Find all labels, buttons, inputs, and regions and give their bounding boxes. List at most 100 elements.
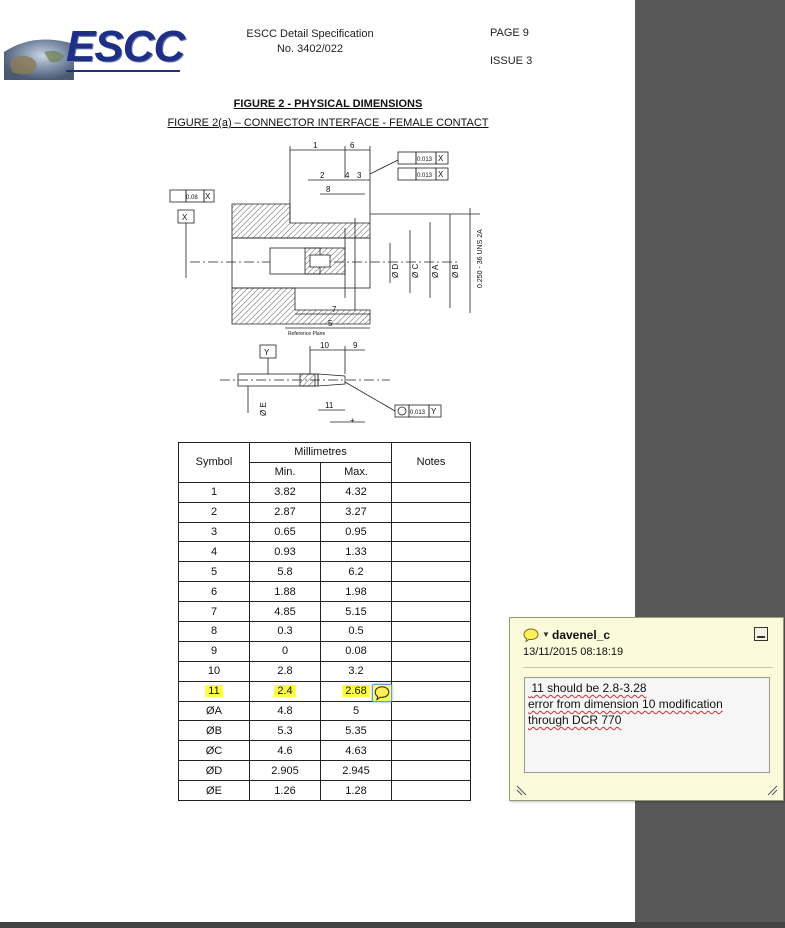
cell-symbol: 5 [178, 561, 250, 583]
plus-mark: + [350, 416, 355, 425]
cell-notes [391, 640, 471, 662]
cell-min-text: 4.8 [277, 705, 293, 718]
logo-text: ESCC [66, 22, 185, 71]
cell-max-text: 2.68 [342, 685, 370, 698]
cell-max: 5.15 [320, 601, 392, 623]
dim-label-8: 8 [326, 185, 331, 194]
cell-symbol-text: ØA [206, 705, 222, 718]
spec-title: ESCC Detail Specification No. 3402/022 [225, 27, 395, 57]
cell-min: 3.82 [249, 481, 321, 503]
cell-max: 0.08 [320, 640, 392, 662]
cell-min: 0 [249, 640, 321, 662]
cell-notes [391, 541, 471, 563]
dim-label-7: 7 [332, 305, 337, 314]
cell-symbol: 8 [178, 621, 250, 642]
cell-max: 5 [320, 700, 392, 722]
cell-max-text: 5.35 [345, 724, 367, 737]
cell-symbol: 3 [178, 521, 250, 543]
dim-label-4: 4 [345, 171, 350, 180]
cell-min: 2.905 [249, 760, 321, 782]
dim-label-11: 11 [325, 401, 334, 410]
cell-max: 1.33 [320, 541, 392, 563]
document-page: ESCC ESCC Detail Specification No. 3402/… [0, 0, 635, 922]
dim-label-2: 2 [320, 171, 325, 180]
cell-max: 5.35 [320, 720, 392, 742]
cell-symbol: 11 [178, 680, 250, 702]
dia-c-label: Ø C [411, 264, 420, 278]
cell-max-text: 1.28 [345, 784, 367, 797]
dim-label-10: 10 [320, 341, 329, 350]
cell-max: 0.5 [320, 621, 392, 642]
cell-min: 0.93 [249, 541, 321, 563]
cell-symbol: 10 [178, 660, 250, 682]
cell-symbol-text: ØB [206, 724, 222, 737]
cell-symbol: ØD [178, 760, 250, 782]
cell-notes [391, 700, 471, 722]
cell-symbol-text: 1 [210, 486, 218, 499]
resize-handle-right-icon[interactable] [766, 784, 778, 796]
cell-notes [391, 501, 471, 523]
dim-label-5: 5 [328, 319, 333, 328]
figure-title: FIGURE 2 - PHYSICAL DIMENSIONS [233, 98, 423, 110]
cell-symbol-text: 7 [210, 605, 218, 618]
cell-min-text: 3.82 [274, 486, 296, 499]
cell-symbol-text: ØC [205, 744, 223, 757]
page-label: PAGE 9 [490, 27, 529, 39]
comment-popup[interactable]: ▼ davenel_c 13/11/2015 08:18:19 11 shoul… [509, 617, 784, 801]
cell-max-text: 2.945 [342, 764, 370, 777]
cell-min-text: 2.4 [274, 685, 296, 698]
cell-min: 2.8 [249, 660, 321, 682]
cell-notes [391, 660, 471, 682]
logo-underline [66, 70, 180, 72]
resize-handle-left-icon[interactable] [516, 784, 528, 796]
cell-min: 5.8 [249, 561, 321, 583]
options-arrow-icon[interactable]: ▼ [542, 630, 550, 639]
cell-max: 1.28 [320, 780, 392, 802]
cell-notes [391, 581, 471, 603]
cell-symbol: 7 [178, 601, 250, 623]
spec-title-line2: No. 3402/022 [276, 43, 344, 55]
cell-max: 3.2 [320, 660, 392, 682]
cell-notes [391, 740, 471, 762]
cell-min-text: 0.3 [277, 625, 293, 638]
cell-symbol-text: 4 [210, 545, 218, 558]
comment-marker-icon[interactable] [372, 683, 392, 702]
cell-min: 2.4 [249, 680, 321, 702]
cell-symbol-text: 6 [210, 585, 218, 598]
dim-label-6: 6 [350, 141, 355, 150]
cell-notes [391, 680, 471, 702]
cell-symbol: ØC [178, 740, 250, 762]
cell-min: 1.26 [249, 780, 321, 802]
cell-notes [391, 601, 471, 623]
cell-max-text: 3.2 [348, 665, 364, 678]
cell-symbol-text: 2 [210, 506, 218, 519]
cell-min: 4.6 [249, 740, 321, 762]
comment-text[interactable]: 11 should be 2.8-3.28 error from dimensi… [524, 677, 770, 773]
cell-notes [391, 760, 471, 782]
minimize-button[interactable] [754, 627, 768, 641]
cell-max-text: 1.98 [345, 585, 367, 598]
tolerance-value-2: 0.013 [417, 173, 433, 179]
cell-notes [391, 521, 471, 543]
cell-symbol: ØE [178, 780, 250, 802]
table-subheader-row: Min. Max. [179, 461, 471, 483]
speech-bubble-icon [523, 628, 539, 642]
cell-max-text: 5 [352, 705, 360, 718]
datum-x-label: X [182, 213, 188, 222]
cell-min: 4.85 [249, 601, 321, 623]
cell-symbol: 6 [178, 581, 250, 603]
dia-e-label: Ø E [259, 402, 268, 416]
header-symbol: Symbol [178, 442, 250, 483]
comment-date: 13/11/2015 08:18:19 [523, 646, 624, 658]
cell-min: 0.3 [249, 621, 321, 642]
spec-title-line1: ESCC Detail Specification [246, 28, 374, 40]
cell-symbol-text: 10 [207, 665, 221, 678]
thread-label: 0.250 - 36 UNS 2A [477, 229, 484, 288]
